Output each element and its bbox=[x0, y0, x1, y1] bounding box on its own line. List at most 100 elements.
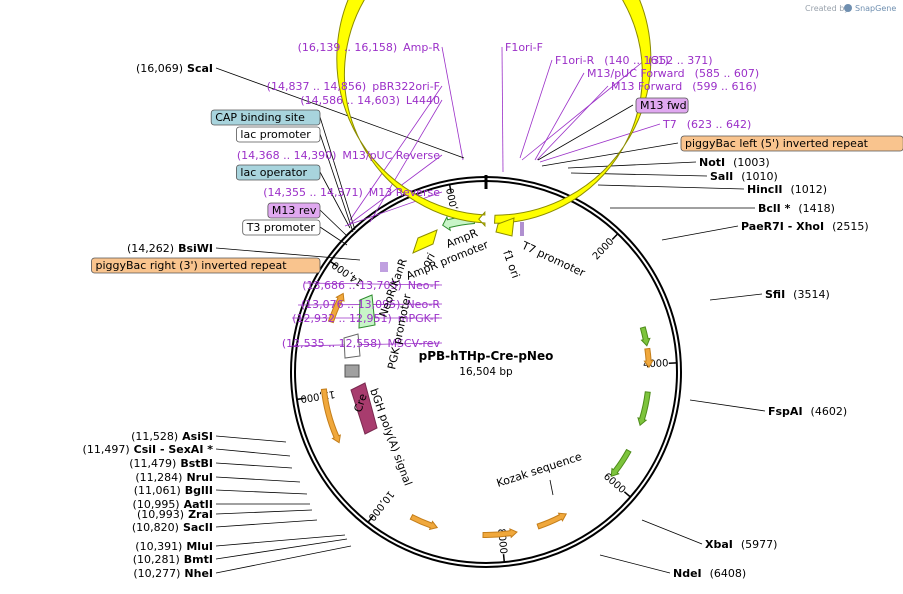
enzyme-range: (10,820) bbox=[132, 521, 179, 534]
enzyme-range: (11,284) bbox=[135, 471, 182, 484]
feature-name-bgh-poly-a-signal: bGH poly(A) signal bbox=[367, 387, 414, 488]
leader-line bbox=[539, 123, 661, 163]
leader-line bbox=[303, 282, 443, 286]
leader-line bbox=[215, 545, 352, 574]
primer-range: (623 .. 642) bbox=[687, 118, 752, 131]
leader-line bbox=[521, 59, 646, 161]
enzyme-name: BsiWI bbox=[178, 242, 213, 255]
feature-box bbox=[235, 126, 321, 143]
tick-mark bbox=[296, 397, 305, 401]
feature-arc-orange bbox=[482, 528, 518, 539]
enzyme-name: NotI bbox=[699, 156, 725, 169]
leader-line bbox=[661, 225, 739, 241]
leader-line bbox=[599, 554, 671, 574]
feature-box bbox=[210, 109, 321, 126]
leader-lines bbox=[215, 46, 766, 574]
plasmid-length: 16,504 bp bbox=[459, 366, 513, 378]
enzyme-name: NdeI bbox=[673, 567, 702, 580]
primer-range: (12,932 .. 12,951) bbox=[292, 312, 392, 325]
leader-line bbox=[319, 226, 348, 246]
enzyme-name: BmtI bbox=[184, 553, 213, 566]
snapgene-logo-icon bbox=[844, 4, 852, 12]
leader-line bbox=[319, 171, 351, 229]
enzyme-range: (10,995) bbox=[133, 498, 180, 511]
feature-name-ori: ori bbox=[419, 251, 437, 270]
tick-mark bbox=[623, 491, 631, 498]
enzyme-label: BclI *(1418) bbox=[758, 202, 835, 215]
enzyme-range: (10,281) bbox=[133, 553, 180, 566]
labels: (16,139 .. 16,158)Amp-R(16,069)ScaI(14,8… bbox=[83, 41, 903, 580]
leader-line bbox=[215, 247, 361, 261]
enzyme-range: (11,497) bbox=[83, 443, 130, 456]
leader-line bbox=[549, 479, 554, 496]
leader-line bbox=[519, 59, 553, 159]
enzyme-name: SfiI bbox=[765, 288, 785, 301]
enzyme-range: (3514) bbox=[793, 288, 830, 301]
leader-line bbox=[369, 99, 443, 223]
primer-label: F1ori-R(140 .. 161) bbox=[555, 54, 669, 67]
feature-arc-yellow bbox=[336, 0, 652, 228]
f1-ori-arrow bbox=[495, 217, 515, 237]
enzyme-range: (5977) bbox=[741, 538, 778, 551]
primer-label: M13/pUC Forward(585 .. 607) bbox=[587, 67, 759, 80]
feature-label-box: lac operator bbox=[235, 164, 321, 181]
leader-line bbox=[534, 72, 585, 161]
leader-line bbox=[215, 448, 291, 457]
primer-range: (14,368 .. 14,390) bbox=[237, 149, 337, 162]
leader-line bbox=[441, 46, 464, 161]
feature-label-box: piggyBac right (3') inverted repeat bbox=[91, 257, 321, 274]
tick-label: 12,000 bbox=[300, 388, 336, 404]
primer-label: (12,932 .. 12,951) mPGK-F bbox=[292, 312, 440, 325]
primer-range: (14,355 .. 14,371) bbox=[263, 186, 363, 199]
credit-text: Created by bbox=[805, 4, 849, 13]
primer-name: Neo-F bbox=[408, 279, 440, 292]
neokanr-arrow bbox=[358, 294, 376, 329]
enzyme-range: (1418) bbox=[798, 202, 835, 215]
leader-line bbox=[537, 104, 634, 161]
enzyme-range: (1010) bbox=[741, 170, 778, 183]
feature-arrows bbox=[320, 0, 654, 539]
primer-name: M13/pUC Reverse bbox=[342, 149, 440, 162]
feature-label-box: piggyBac left (5') inverted repeat bbox=[680, 135, 903, 152]
enzyme-name: MluI bbox=[186, 540, 213, 553]
enzyme-label: (10,277)NheI bbox=[133, 567, 213, 580]
enzyme-range: (1003) bbox=[733, 156, 770, 169]
leader-line bbox=[215, 509, 313, 515]
enzyme-label: (10,995) AatII bbox=[133, 498, 213, 511]
feature-label-box: M13 fwd bbox=[635, 97, 689, 114]
feature-arc-orange bbox=[643, 347, 654, 369]
tick-mark bbox=[329, 260, 338, 267]
enzyme-range: (16,069) bbox=[136, 62, 183, 75]
leader-line bbox=[215, 476, 301, 483]
enzyme-label: SfiI (3514) bbox=[765, 288, 830, 301]
enzyme-name: AatII bbox=[184, 498, 213, 511]
leader-line bbox=[215, 435, 287, 443]
enzyme-name: PaeR7I - XhoI bbox=[741, 220, 824, 233]
feature-box-label: M13 rev bbox=[272, 204, 317, 217]
cre-arrow bbox=[350, 382, 378, 435]
leader-line bbox=[349, 85, 443, 221]
feature-box-label: piggyBac left (5') inverted repeat bbox=[685, 137, 869, 150]
leader-line bbox=[641, 519, 703, 545]
leader-line bbox=[215, 67, 465, 159]
enzyme-name: BstBI bbox=[180, 457, 213, 470]
primer-range: (599 .. 616) bbox=[692, 80, 757, 93]
tick-mark bbox=[611, 233, 619, 241]
feature-box-label: lac promoter bbox=[240, 128, 311, 141]
feature-arc-green bbox=[639, 326, 651, 347]
enzyme-label: HincII(1012) bbox=[747, 183, 827, 196]
primer-name: mPGK-F bbox=[398, 312, 440, 325]
enzyme-label: (11,479)BstBI bbox=[129, 457, 213, 470]
pgk-promoter-arrow bbox=[343, 333, 361, 359]
enzyme-name: ZraI bbox=[188, 508, 213, 521]
ori-arrow bbox=[412, 229, 438, 254]
leader-line bbox=[689, 399, 766, 412]
primer-range: (140 .. 161) bbox=[604, 54, 669, 67]
feature-box-label: M13 fwd bbox=[640, 99, 687, 112]
leader-line bbox=[319, 133, 354, 233]
leader-line bbox=[215, 538, 348, 560]
leader-line bbox=[215, 462, 293, 469]
leader-line bbox=[319, 116, 356, 231]
